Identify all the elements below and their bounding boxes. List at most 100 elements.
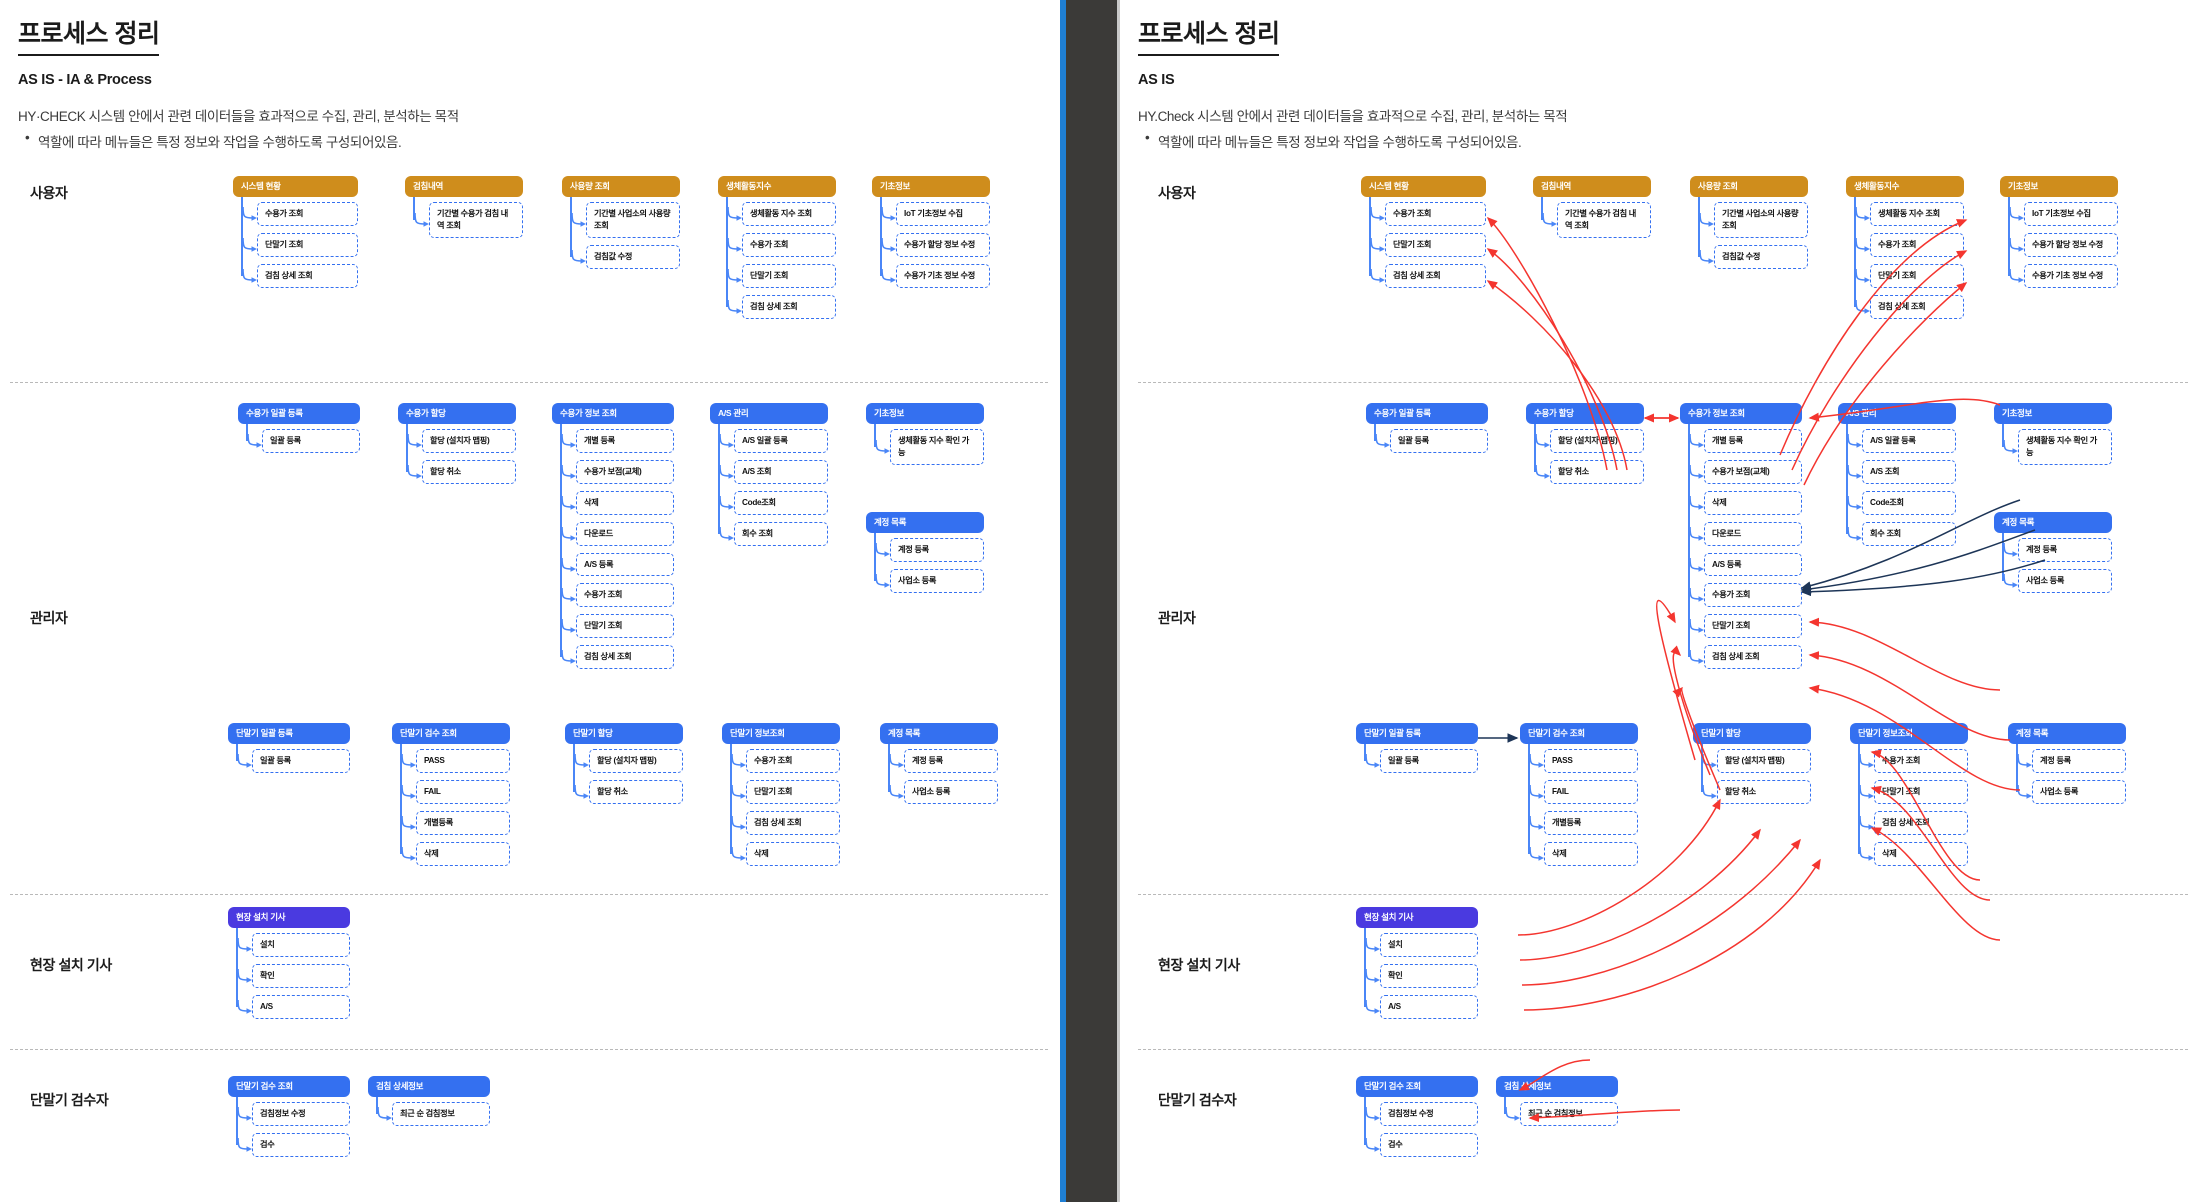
process-node[interactable]: 수용가 조회 (1689, 583, 1802, 608)
process-node[interactable]: A/S 일괄 등록 (719, 429, 828, 453)
process-node[interactable]: 삭제 (1529, 841, 1638, 866)
group-header-g5[interactable]: 기초정보 (872, 176, 990, 197)
group-header-g15[interactable]: 단말기 정보조회 (1850, 723, 1968, 744)
group-header-g6[interactable]: 수용가 일괄 등록 (238, 403, 360, 424)
process-node[interactable]: A/S 조회 (1847, 459, 1956, 484)
process-node[interactable]: 검침 상세 조회 (727, 294, 836, 319)
process-node[interactable]: 일괄 등록 (1365, 749, 1478, 773)
process-node[interactable]: 확인 (1365, 963, 1478, 988)
process-node[interactable]: A/S 등록 (561, 552, 674, 577)
process-node[interactable]: 단말기 조회 (731, 779, 840, 804)
process-node[interactable]: 회수 조회 (719, 521, 828, 546)
process-node[interactable]: 검침정보 수정 (237, 1102, 350, 1126)
process-node[interactable]: 단말기 조회 (242, 232, 358, 257)
process-node[interactable]: 할당 취소 (1702, 779, 1811, 804)
process-node[interactable]: 개별등록 (401, 810, 510, 835)
process-node[interactable]: 수용가 조회 (1855, 232, 1964, 257)
process-node[interactable]: 수용가 보점(교체) (1689, 459, 1802, 484)
group-header-g5[interactable]: 기초정보 (2000, 176, 2118, 197)
process-node[interactable]: 생체활동 지수 확인 가능 (2003, 429, 2112, 465)
group-header-g17[interactable]: 현장 설치 기사 (1356, 907, 1478, 928)
group-header-g9[interactable]: A/S 관리 (710, 403, 828, 424)
process-node[interactable]: 단말기 조회 (1689, 614, 1802, 639)
process-node[interactable]: 수용가 보점(교체) (561, 459, 674, 484)
process-node[interactable]: 최근 순 검침정보 (1505, 1102, 1618, 1126)
group-header-g16[interactable]: 계정 목록 (2008, 723, 2126, 744)
process-node[interactable]: 수용가 조회 (561, 583, 674, 608)
process-node[interactable]: 일괄 등록 (247, 429, 360, 453)
process-node[interactable]: 생체활동 지수 조회 (727, 202, 836, 226)
process-node[interactable]: 할당 취소 (407, 459, 516, 484)
process-node[interactable]: 할당 취소 (574, 779, 683, 804)
process-node[interactable]: 수용가 조회 (242, 202, 358, 226)
process-node[interactable]: 사업소 등록 (889, 779, 998, 804)
process-node[interactable]: 수용가 기초 정보 수정 (2009, 263, 2118, 288)
process-node[interactable]: 계정 등록 (889, 749, 998, 773)
group-header-g18[interactable]: 단말기 검수 조회 (228, 1076, 350, 1097)
group-header-g8[interactable]: 수용가 정보 조회 (552, 403, 674, 424)
process-node[interactable]: 단말기 조회 (1855, 263, 1964, 288)
process-node[interactable]: 일괄 등록 (1375, 429, 1488, 453)
group-header-g7[interactable]: 수용가 할당 (1526, 403, 1644, 424)
group-header-g2[interactable]: 검침내역 (1533, 176, 1651, 197)
process-node[interactable]: Code조회 (1847, 490, 1956, 515)
process-node[interactable]: 설치 (1365, 933, 1478, 957)
group-header-g7[interactable]: 수용가 할당 (398, 403, 516, 424)
process-node[interactable]: 기간별 수용가 검침 내역 조회 (1542, 202, 1651, 238)
group-header-g10[interactable]: 기초정보 (1994, 403, 2112, 424)
process-node[interactable]: 검침값 수정 (571, 244, 680, 269)
group-header-g1[interactable]: 시스템 현황 (1361, 176, 1486, 197)
process-node[interactable]: 검침 상세 조회 (561, 645, 674, 670)
process-node[interactable]: 개별등록 (1529, 810, 1638, 835)
process-node[interactable]: 삭제 (561, 490, 674, 515)
group-header-g16[interactable]: 계정 목록 (880, 723, 998, 744)
process-node[interactable]: IoT 기초정보 수집 (2009, 202, 2118, 226)
process-node[interactable]: 삭제 (1859, 841, 1968, 866)
process-node[interactable]: 수용가 기초 정보 수정 (881, 263, 990, 288)
process-node[interactable]: 단말기 조회 (1370, 232, 1486, 257)
process-node[interactable]: 수용가 조회 (1859, 749, 1968, 773)
process-node[interactable]: 검수 (237, 1132, 350, 1157)
process-node[interactable]: 검침 상세 조회 (1370, 263, 1486, 288)
group-header-g11[interactable]: 계정 목록 (866, 512, 984, 533)
process-node[interactable]: 확인 (237, 963, 350, 988)
process-node[interactable]: PASS (1529, 749, 1638, 773)
process-node[interactable]: 할당 (설치자 맵핑) (574, 749, 683, 773)
group-header-g10[interactable]: 기초정보 (866, 403, 984, 424)
group-header-g4[interactable]: 생체활동지수 (718, 176, 836, 197)
process-node[interactable]: 검침정보 수정 (1365, 1102, 1478, 1126)
group-header-g13[interactable]: 단말기 검수 조회 (392, 723, 510, 744)
process-node[interactable]: 계정 등록 (875, 538, 984, 562)
process-node[interactable]: 수용가 조회 (731, 749, 840, 773)
process-node[interactable]: 계정 등록 (2003, 538, 2112, 562)
process-node[interactable]: A/S (237, 994, 350, 1019)
process-node[interactable]: 검침 상세 조회 (1859, 810, 1968, 835)
group-header-g12[interactable]: 단말기 일괄 등록 (1356, 723, 1478, 744)
group-header-g2[interactable]: 검침내역 (405, 176, 523, 197)
group-header-g6[interactable]: 수용가 일괄 등록 (1366, 403, 1488, 424)
group-header-g14[interactable]: 단말기 할당 (1693, 723, 1811, 744)
process-node[interactable]: 검침값 수정 (1699, 244, 1808, 269)
process-node[interactable]: 개별 등록 (561, 429, 674, 453)
process-node[interactable]: A/S 등록 (1689, 552, 1802, 577)
process-node[interactable]: 개별 등록 (1689, 429, 1802, 453)
process-node[interactable]: 단말기 조회 (727, 263, 836, 288)
process-node[interactable]: 수용가 할당 정보 수정 (881, 232, 990, 257)
process-node[interactable]: 할당 (설치자 맵핑) (407, 429, 516, 453)
process-node[interactable]: 기간별 사업소의 사용량 조회 (571, 202, 680, 238)
group-header-g19[interactable]: 검침 상세정보 (368, 1076, 490, 1097)
process-node[interactable]: 다운로드 (561, 521, 674, 546)
process-node[interactable]: 검침 상세 조회 (242, 263, 358, 288)
process-node[interactable]: PASS (401, 749, 510, 773)
process-node[interactable]: 기간별 사업소의 사용량 조회 (1699, 202, 1808, 238)
process-node[interactable]: IoT 기초정보 수집 (881, 202, 990, 226)
group-header-g15[interactable]: 단말기 정보조회 (722, 723, 840, 744)
group-header-g12[interactable]: 단말기 일괄 등록 (228, 723, 350, 744)
group-header-g1[interactable]: 시스템 현황 (233, 176, 358, 197)
process-node[interactable]: 계정 등록 (2017, 749, 2126, 773)
process-node[interactable]: 할당 (설치자 맵핑) (1702, 749, 1811, 773)
process-node[interactable]: 생체활동 지수 확인 가능 (875, 429, 984, 465)
group-header-g9[interactable]: A/S 관리 (1838, 403, 1956, 424)
process-node[interactable]: 할당 취소 (1535, 459, 1644, 484)
process-node[interactable]: 사업소 등록 (875, 568, 984, 593)
